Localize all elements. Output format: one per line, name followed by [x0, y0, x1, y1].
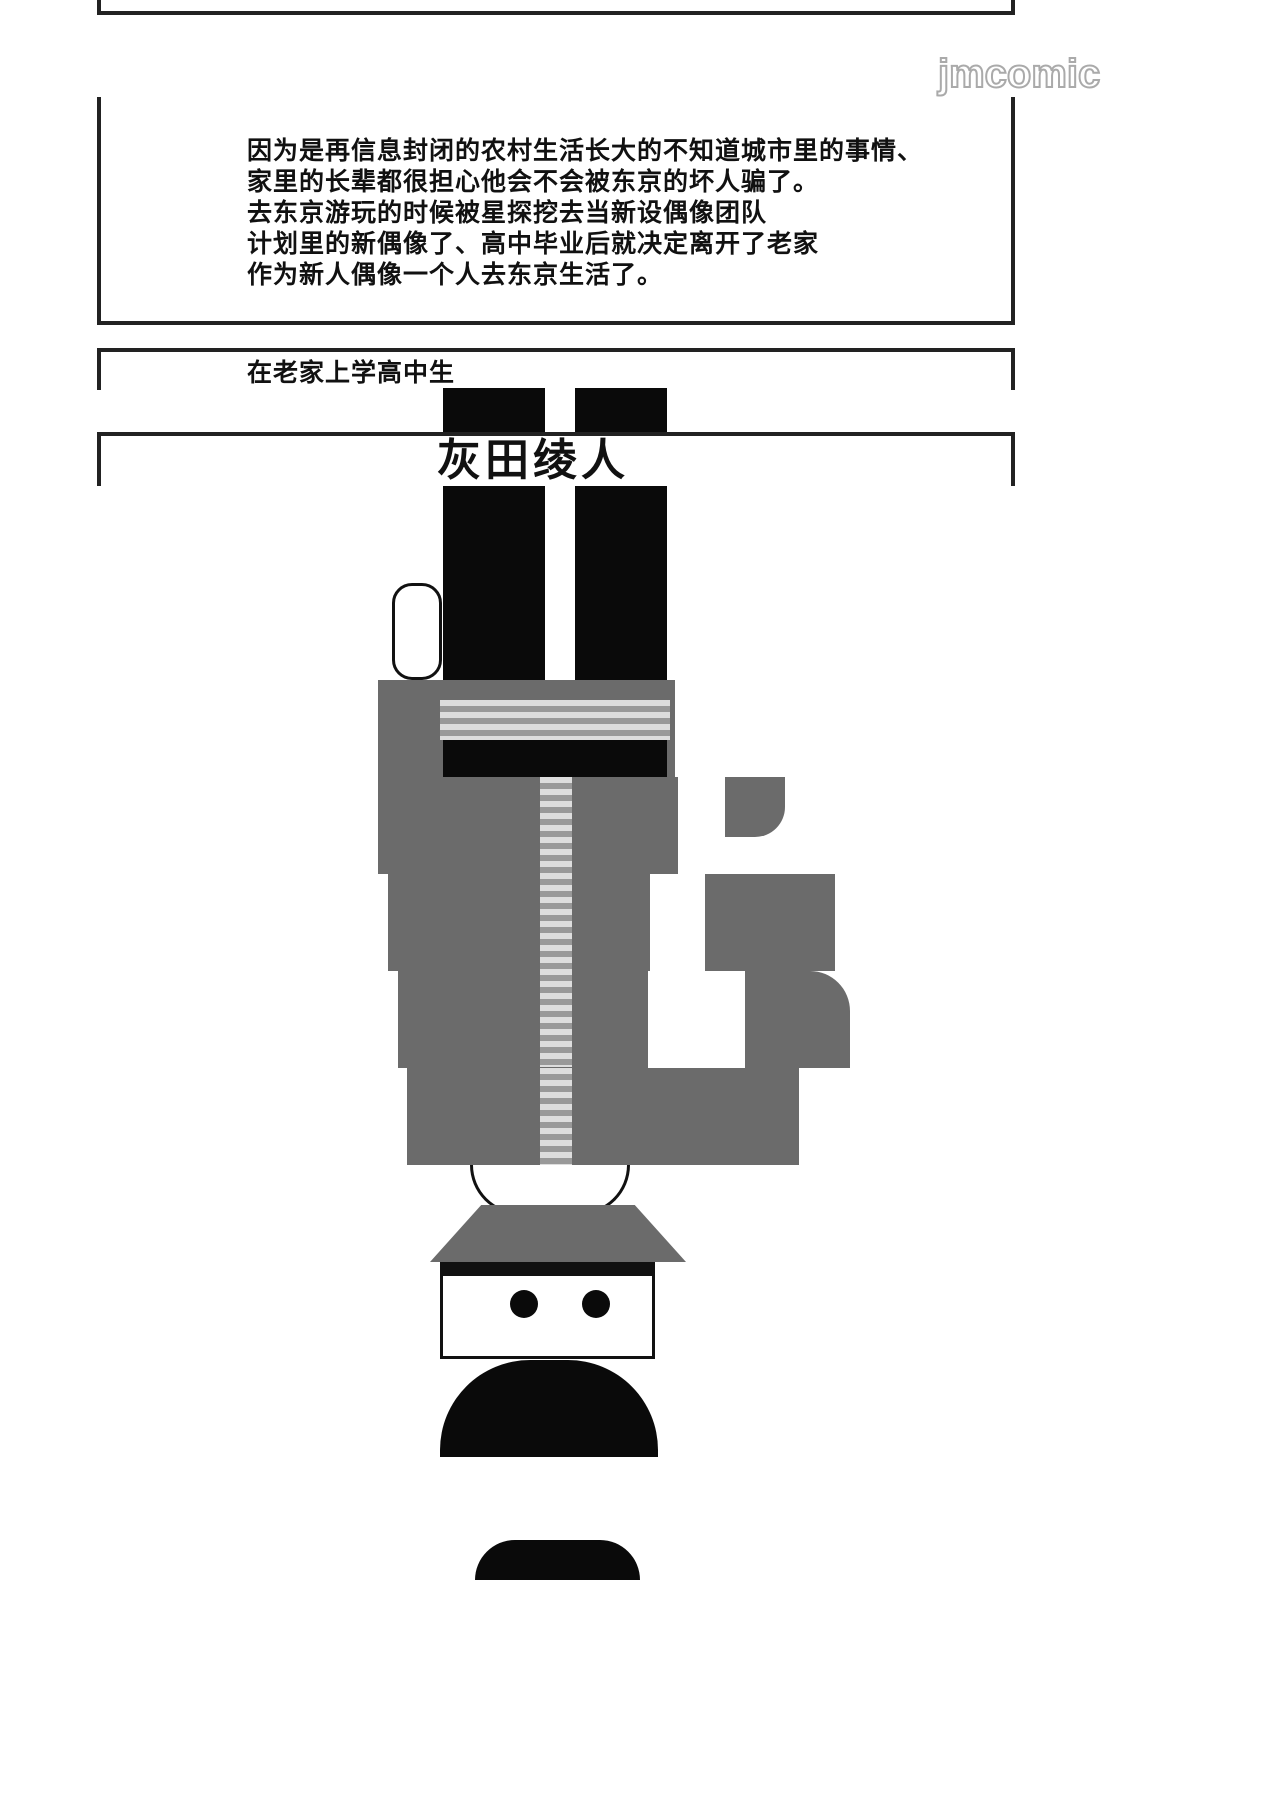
hair-strip [575, 583, 667, 680]
character-name: 灰田绫人 [437, 435, 629, 486]
hand-art [392, 583, 442, 680]
intro-line: 家里的长辈都很担心他会不会被东京的坏人骗了。 [247, 167, 820, 196]
eye-left [510, 1290, 538, 1318]
sleeve-strip [725, 777, 785, 837]
jacket-strip [378, 777, 678, 874]
shirt-strip [440, 700, 670, 740]
hair-gap [545, 388, 575, 432]
jacket-strip [407, 1068, 799, 1165]
collar-strip [430, 1205, 686, 1262]
hair-strip [443, 583, 545, 680]
sleeve-strip [705, 874, 835, 971]
panel-name [97, 432, 1015, 486]
jacket-strip [398, 971, 648, 1068]
hair-top-strip [440, 1360, 658, 1457]
hair-strip [443, 740, 667, 778]
shirt-strip [540, 777, 572, 1067]
intro-text: 因为是再信息封闭的农村生活长大的不知道城市里的事情、家里的长辈都很担心他会不会被… [247, 135, 923, 290]
panel-subtitle [97, 348, 1015, 390]
face-art [440, 1262, 655, 1359]
watermark-logo: jmcomic [937, 51, 1101, 97]
intro-line: 因为是再信息封闭的农村生活长大的不知道城市里的事情、 [247, 136, 924, 165]
hair-bottom-art [475, 1540, 640, 1580]
intro-line: 去东京游玩的时候被星探挖去当新设偶像团队 [247, 198, 768, 227]
panel-intro [97, 97, 1015, 325]
subtitle-text: 在老家上学高中生 [247, 358, 456, 387]
sleeve-strip [745, 971, 850, 1068]
intro-line: 作为新人偶像一个人去东京生活了。 [247, 260, 664, 289]
eye-right [582, 1290, 610, 1318]
intro-line: 计划里的新偶像了、高中毕业后就决定离开了老家 [247, 229, 820, 258]
top-panel-bottom-edge [97, 0, 1015, 15]
shirt-strip [540, 1068, 572, 1165]
jacket-strip [388, 874, 650, 971]
